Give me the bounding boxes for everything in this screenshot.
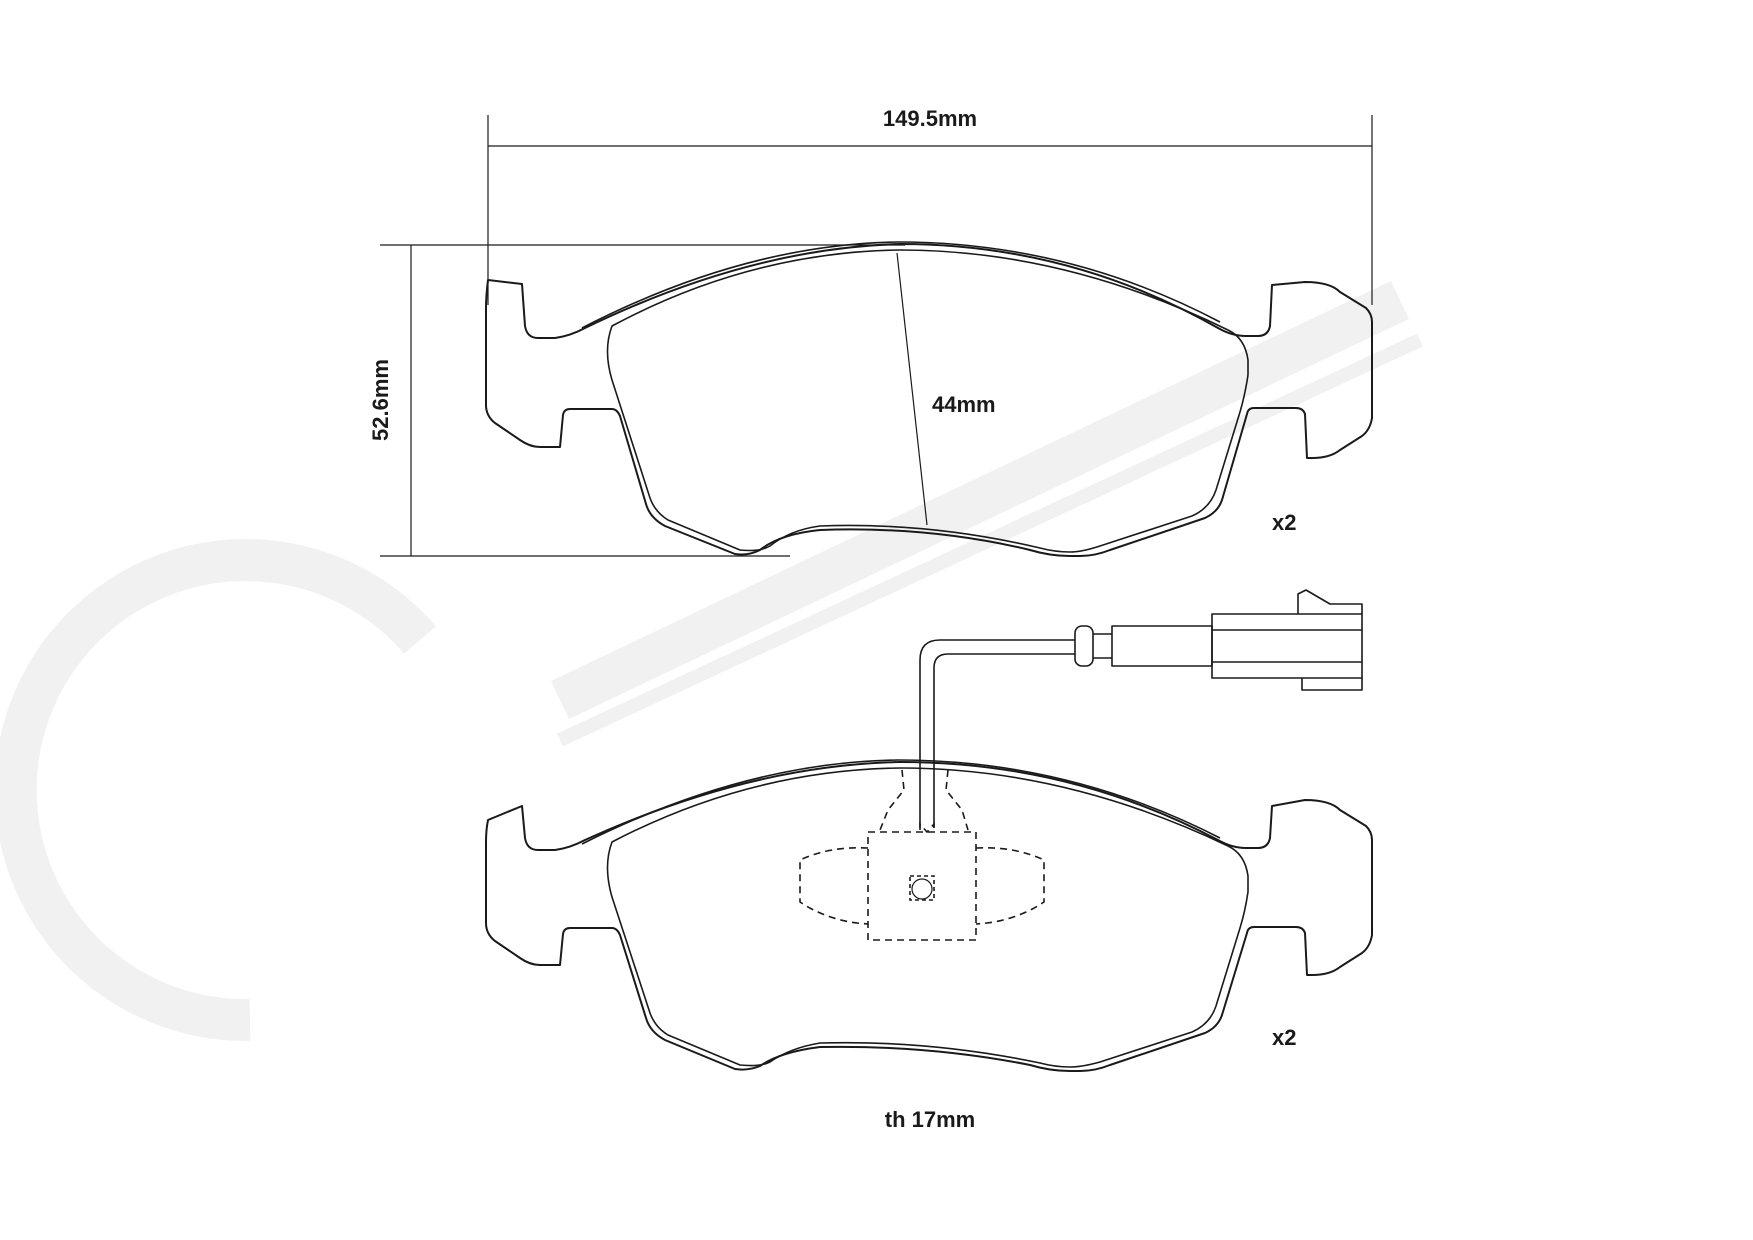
thickness-label: th 17mm [885, 1107, 975, 1132]
bottom-pad-friction-material [606, 767, 1249, 1068]
sensor-connector-body [1211, 613, 1363, 679]
top-pad-quantity-label: x2 [1272, 510, 1296, 535]
sensor-cable [1093, 633, 1112, 659]
top-pad-backing-plate [485, 243, 1373, 557]
sensor-wire-inner [933, 653, 1075, 828]
sensor-cable-sleeve [1111, 625, 1213, 667]
width-dimension-label: 149.5mm [883, 106, 977, 131]
bottom-pad-friction-outer [581, 759, 1221, 845]
dimension-lines [380, 115, 1373, 557]
top-brake-pad [485, 241, 1373, 557]
watermark-logo [0, 281, 1423, 1042]
bottom-brake-pad [485, 759, 1373, 1072]
bottom-pad-quantity-label: x2 [1272, 1025, 1296, 1050]
bottom-pad-backing-plate [485, 761, 1373, 1072]
sensor-wire [919, 639, 1075, 828]
sensor-housing-hidden [799, 769, 1045, 941]
wear-sensor [919, 589, 1363, 828]
inner-height-dimension-label: 44mm [932, 392, 996, 417]
sensor-connector-tab [1301, 678, 1363, 691]
sensor-connector-ridge [1212, 629, 1362, 663]
top-pad-friction-outer [581, 241, 1221, 329]
sensor-connector-clip [1297, 589, 1363, 614]
top-pad-friction-material [606, 249, 1249, 553]
height-dimension-label: 52.6mm [368, 359, 393, 441]
top-pad-inner-dim-line [896, 252, 928, 526]
sensor-wire-grommet [1074, 625, 1094, 667]
